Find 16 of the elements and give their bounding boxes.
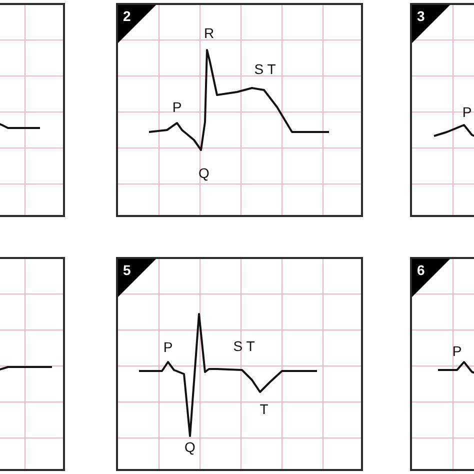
ecg-panel — [116, 257, 363, 471]
wave-label: S T — [233, 339, 255, 353]
ecg-panel — [116, 3, 363, 217]
wave-label: P — [462, 105, 472, 119]
wave-label: P — [172, 100, 182, 114]
panel-number-tab: 2 — [118, 5, 156, 43]
panel-number-tab: 3 — [412, 5, 450, 43]
wave-label: T — [260, 402, 268, 416]
wave-label: P — [163, 340, 173, 354]
panel-number-tab: 6 — [412, 259, 450, 297]
wave-label: P — [452, 344, 462, 358]
wave-label: S T — [254, 62, 276, 76]
wave-label: Q — [198, 166, 210, 180]
panel-number-tab: 5 — [118, 259, 156, 297]
wave-label: Q — [184, 440, 196, 454]
wave-label: R — [204, 26, 214, 40]
